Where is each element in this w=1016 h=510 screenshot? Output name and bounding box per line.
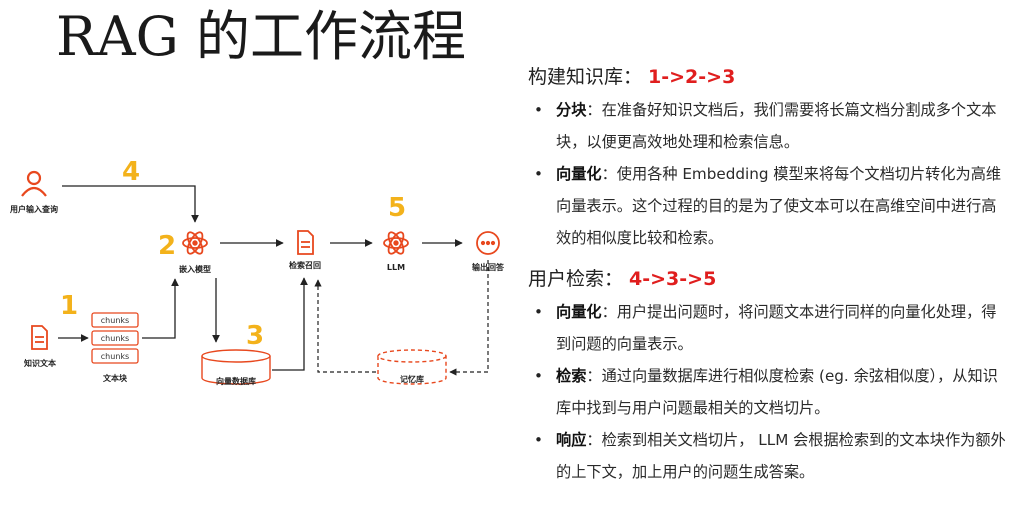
step-4-number: 4 xyxy=(122,157,140,187)
vector-db-label: 向量数据库 xyxy=(216,376,256,386)
user-icon xyxy=(21,170,47,197)
svg-text:chunks: chunks xyxy=(101,352,129,361)
embed-model-label: 嵌入模型 xyxy=(179,264,211,274)
search-heading-text: 用户检索： xyxy=(528,268,624,290)
chat-icon xyxy=(476,231,500,255)
dashed-arrow-output-to-memory xyxy=(449,260,489,376)
step-2-number: 2 xyxy=(158,231,176,261)
arrow-user-to-embed xyxy=(62,185,199,223)
search-item-respond: 响应：检索到相关文档切片， LLM 会根据检索到的文本块作为额外的上下文，加上用… xyxy=(528,424,1008,488)
step-1-number: 1 xyxy=(60,291,78,321)
svg-text:chunks: chunks xyxy=(101,334,129,343)
arrow-vectordb-to-retrieve xyxy=(272,277,308,371)
build-item-vectorize: 向量化：使用各种 Embedding 模型来将每个文档切片转化为高维向量表示。这… xyxy=(528,158,1008,254)
svg-text:chunks: chunks xyxy=(101,316,129,325)
dashed-arrow-memory-to-retrieve xyxy=(314,279,376,373)
rag-flow-diagram: 用户输入查询 4 2 嵌入模型 检索召回 5 LLM 输出回答 1 xyxy=(9,157,505,386)
build-heading-text: 构建知识库： xyxy=(528,66,643,88)
step-3-number: 3 xyxy=(246,321,264,351)
page-title: RAG 的工作流程 xyxy=(56,5,466,68)
document-icon xyxy=(297,230,314,255)
chunk-box-1: chunks xyxy=(91,312,139,328)
memory-label: 记忆库 xyxy=(400,374,424,384)
search-item-vectorize: 向量化：用户提出问题时，将问题文本进行同样的向量化处理，得到问题的向量表示。 xyxy=(528,296,1008,360)
atom-icon xyxy=(182,231,208,255)
llm-label: LLM xyxy=(387,263,405,272)
retrieve-label: 检索召回 xyxy=(289,260,321,270)
search-bullet-list: 向量化：用户提出问题时，将问题文本进行同样的向量化处理，得到问题的向量表示。 检… xyxy=(528,296,1008,488)
knowledge-text-label: 知识文本 xyxy=(24,358,56,368)
search-section-heading: 用户检索：4->3->5 xyxy=(528,264,716,291)
build-bullet-list: 分块：在准备好知识文档后，我们需要将长篇文档分割成多个文本块，以便更高效地处理和… xyxy=(528,94,1008,254)
text-chunks-label: 文本块 xyxy=(103,373,128,383)
step-5-number: 5 xyxy=(388,193,406,223)
arrow-chunks-to-embed xyxy=(142,278,179,339)
memory-cylinder xyxy=(377,349,447,385)
chunk-box-3: chunks xyxy=(91,348,139,364)
chunk-box-2: chunks xyxy=(91,330,139,346)
search-steps: 4->3->5 xyxy=(629,268,717,290)
search-item-retrieve: 检索：通过向量数据库进行相似度检索 (eg. 余弦相似度），从知识库中找到与用户… xyxy=(528,360,1008,424)
user-query-label: 用户输入查询 xyxy=(9,204,58,214)
build-section-heading: 构建知识库：1->2->3 xyxy=(528,62,735,89)
llm-atom-icon xyxy=(383,231,409,255)
build-item-chunking: 分块：在准备好知识文档后，我们需要将长篇文档分割成多个文本块，以便更高效地处理和… xyxy=(528,94,1008,158)
knowledge-doc-icon xyxy=(31,325,48,350)
vector-db-cylinder xyxy=(201,349,271,385)
build-steps: 1->2->3 xyxy=(648,66,736,88)
